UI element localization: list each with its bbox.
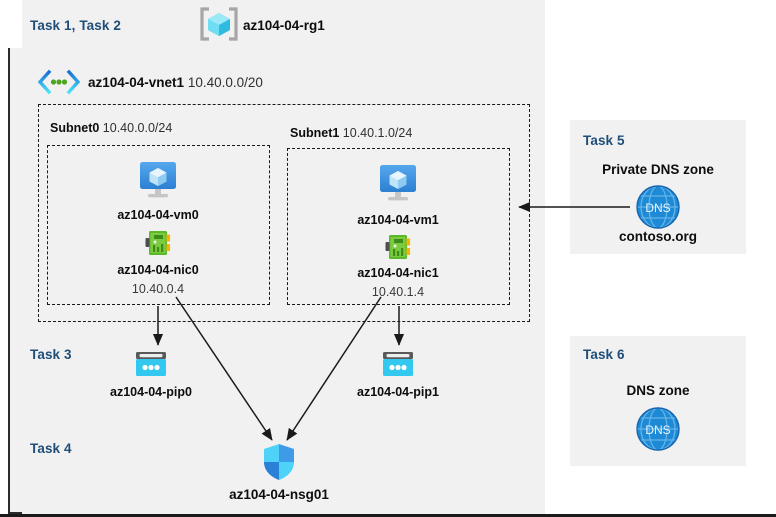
vnet-name: az104-04-vnet1 — [88, 75, 185, 90]
vnet-cidr: 10.40.0.0/20 — [187, 75, 263, 90]
dns-zone-icon: DNS — [636, 185, 680, 229]
task-label-1-2: Task 1, Task 2 — [30, 18, 121, 33]
task-label-5: Task 5 — [583, 133, 625, 148]
resource-group-name: az104-04-rg1 — [243, 18, 325, 33]
private-dns-zone-name: contoso.org — [619, 229, 697, 244]
subnet1-box — [287, 148, 510, 305]
nic0-ip: 10.40.0.4 — [131, 282, 185, 296]
nsg-name: az104-04-nsg01 — [229, 487, 329, 502]
resource-group-header-band — [22, 0, 545, 48]
pip0-name: az104-04-pip0 — [110, 385, 192, 399]
vnet-address-space-box — [38, 104, 530, 322]
subnet0-cidr: 10.40.0.0/24 — [102, 121, 173, 135]
network-security-group-icon — [262, 443, 296, 481]
svg-text:DNS: DNS — [645, 201, 670, 215]
virtual-machine-icon — [376, 163, 420, 203]
vm0-name: az104-04-vm0 — [117, 208, 199, 222]
private-dns-title: Private DNS zone — [602, 162, 714, 177]
public-ip-icon — [381, 350, 415, 380]
subnet1-title: Subnet1 10.40.1.0/24 — [290, 126, 412, 140]
network-interface-icon — [143, 228, 173, 258]
nic1-ip: 10.40.1.4 — [371, 285, 425, 299]
virtual-network-icon — [37, 69, 81, 95]
task-label-4: Task 4 — [30, 441, 72, 456]
subnet0-name: Subnet0 — [50, 121, 100, 135]
network-interface-icon — [383, 232, 413, 262]
subnet1-name: Subnet1 — [290, 126, 340, 140]
public-ip-panel — [22, 336, 545, 412]
nic0-name: az104-04-nic0 — [117, 263, 199, 277]
vm1-name: az104-04-vm1 — [357, 213, 439, 227]
svg-text:DNS: DNS — [645, 423, 670, 437]
task-label-3: Task 3 — [30, 347, 72, 362]
task-label-6: Task 6 — [583, 347, 625, 362]
resource-group-icon — [199, 7, 239, 41]
vnet-title: az104-04-vnet1 10.40.0.0/20 — [88, 75, 263, 90]
virtual-machine-icon — [136, 160, 180, 200]
public-dns-title: DNS zone — [626, 383, 690, 398]
dns-zone-icon: DNS — [636, 407, 680, 451]
nic1-name: az104-04-nic1 — [357, 266, 439, 280]
pip1-name: az104-04-pip1 — [357, 385, 439, 399]
public-ip-icon — [134, 350, 168, 380]
subnet0-box — [47, 145, 270, 305]
subnet1-cidr: 10.40.1.0/24 — [342, 126, 413, 140]
subnet0-title: Subnet0 10.40.0.0/24 — [50, 121, 172, 135]
